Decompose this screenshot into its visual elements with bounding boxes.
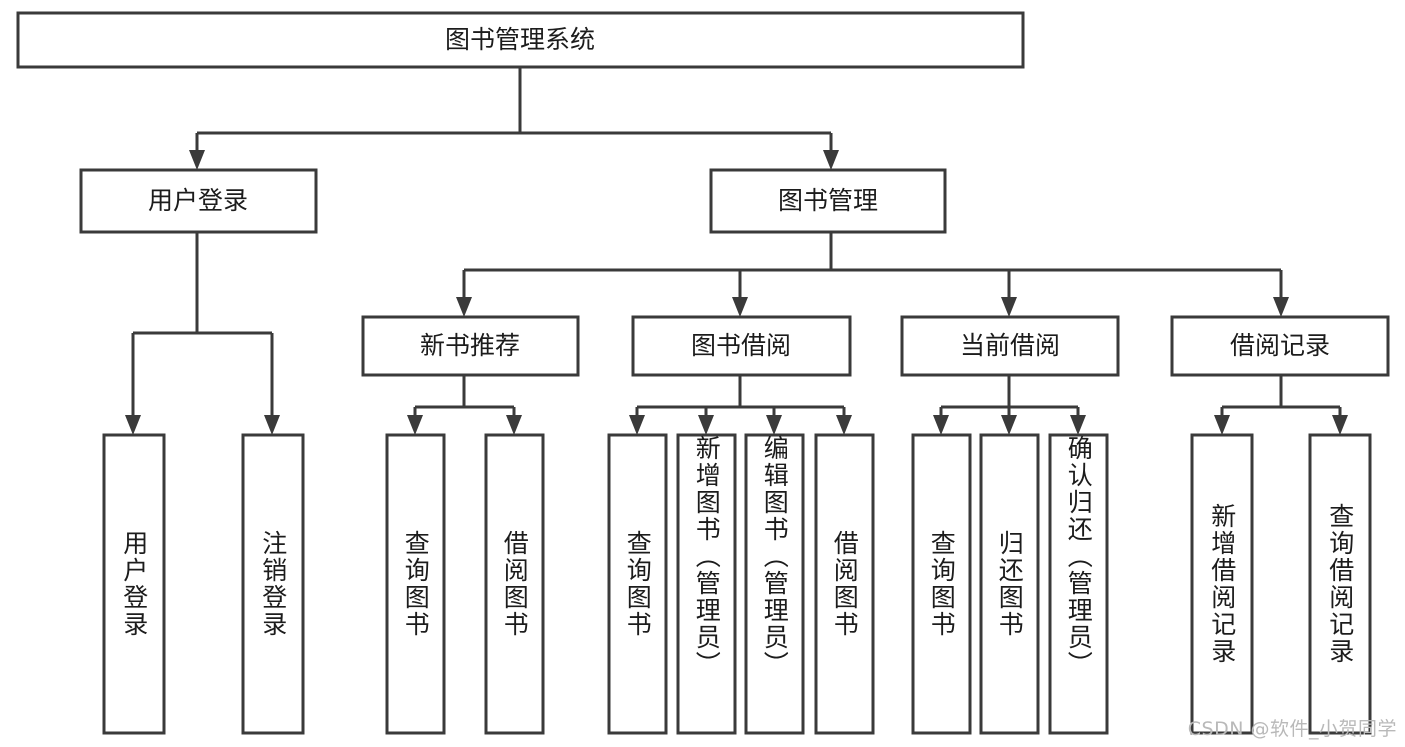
arrow-head-user-login xyxy=(189,150,205,170)
node-book-management-label: 图书管理 xyxy=(778,186,878,215)
leaf-box-br-query-record[interactable] xyxy=(1308,433,1372,735)
node-user-login[interactable]: 用户登录 xyxy=(79,168,318,234)
node-book-borrow-box[interactable] xyxy=(631,315,852,377)
leaf-box-group xyxy=(102,433,1372,735)
leaf-box-bb-query-book[interactable] xyxy=(607,433,668,735)
leaf-box-cb-query-book[interactable] xyxy=(911,433,972,735)
node-current-borrow-box[interactable] xyxy=(900,315,1120,377)
leaf-box-user-login[interactable] xyxy=(102,433,166,735)
node-borrow-record-label: 借阅记录 xyxy=(1230,331,1330,360)
leaf-box-nb-query-book[interactable] xyxy=(385,433,446,735)
node-user-login-box[interactable] xyxy=(79,168,318,234)
arrow-head-cb-leaf-2 xyxy=(1001,415,1017,435)
node-borrow-record-box[interactable] xyxy=(1170,315,1390,377)
arrow-head-leaf-logout xyxy=(264,415,280,435)
leaf-box-logout[interactable] xyxy=(241,433,305,735)
node-book-management-box[interactable] xyxy=(709,168,947,234)
arrow-head-borrow-record xyxy=(1273,297,1289,317)
node-book-borrow[interactable]: 图书借阅 xyxy=(631,315,852,377)
node-root-label: 图书管理系统 xyxy=(445,25,595,54)
arrow-head-current-borrow xyxy=(1001,297,1017,317)
node-root-box[interactable] xyxy=(16,11,1025,69)
connector-group xyxy=(125,67,1348,435)
node-new-book-recommend-label: 新书推荐 xyxy=(420,331,520,360)
arrow-head-book-borrow xyxy=(732,297,748,317)
node-book-management[interactable]: 图书管理 xyxy=(709,168,947,234)
node-current-borrow[interactable]: 当前借阅 xyxy=(900,315,1120,377)
arrow-head-leaf-user-login xyxy=(125,415,141,435)
node-root-book-management-system[interactable]: 图书管理系统 xyxy=(16,11,1025,69)
node-book-borrow-label: 图书借阅 xyxy=(691,331,791,360)
node-borrow-record[interactable]: 借阅记录 xyxy=(1170,315,1390,377)
leaf-box-bb-add-book-admin[interactable] xyxy=(676,433,737,735)
arrow-head-new-book xyxy=(456,297,472,317)
csdn-watermark: CSDN @软件_小贺同学 xyxy=(1187,718,1397,740)
leaf-box-br-add-record[interactable] xyxy=(1190,433,1254,735)
leaf-box-bb-edit-book-admin[interactable] xyxy=(744,433,805,735)
leaf-box-cb-confirm-return-admin[interactable] xyxy=(1048,433,1109,735)
node-new-book-recommend-box[interactable] xyxy=(361,315,580,377)
arrow-head-br-leaf-2 xyxy=(1332,415,1348,435)
arrow-head-book-manage xyxy=(823,150,839,170)
leaf-box-cb-return-book[interactable] xyxy=(979,433,1040,735)
arrow-head-nb-leaf-1 xyxy=(407,415,423,435)
node-current-borrow-label: 当前借阅 xyxy=(960,331,1060,360)
arrow-head-cb-leaf-3 xyxy=(1070,415,1086,435)
arrow-head-bb-leaf-4 xyxy=(836,415,852,435)
node-user-login-label: 用户登录 xyxy=(148,186,248,215)
arrow-head-bb-leaf-3 xyxy=(766,415,782,435)
arrow-head-cb-leaf-1 xyxy=(933,415,949,435)
arrow-head-nb-leaf-2 xyxy=(506,415,522,435)
arrow-head-bb-leaf-2 xyxy=(698,415,714,435)
arrow-head-br-leaf-1 xyxy=(1214,415,1230,435)
leaf-box-bb-borrow-book[interactable] xyxy=(814,433,875,735)
leaf-box-nb-borrow-book[interactable] xyxy=(484,433,545,735)
node-new-book-recommend[interactable]: 新书推荐 xyxy=(361,315,580,377)
arrow-head-bb-leaf-1 xyxy=(629,415,645,435)
